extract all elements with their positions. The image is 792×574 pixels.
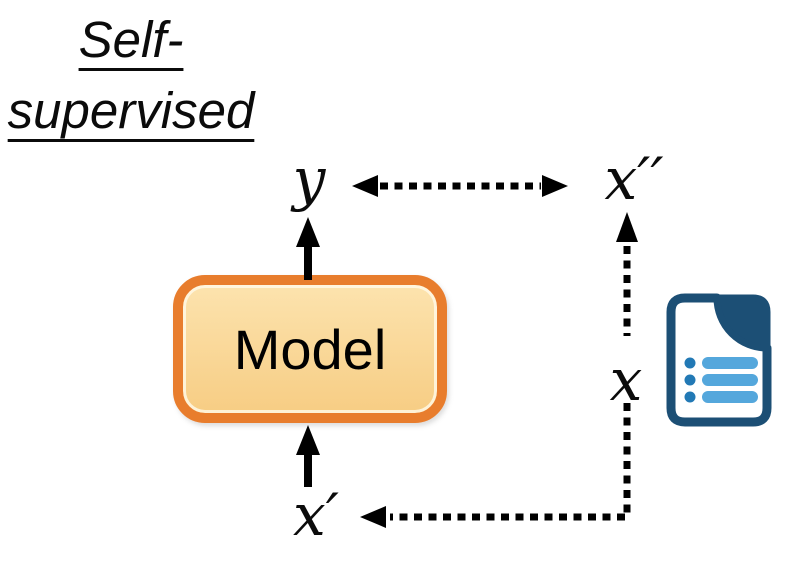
label-x-double-prime: x′′: [604, 145, 664, 213]
label-x: x: [609, 346, 643, 414]
label-y: y: [292, 145, 326, 213]
label-x-prime: x′: [293, 481, 339, 549]
model-to-y-arrow: [296, 217, 320, 280]
model-box: Model: [173, 275, 447, 423]
x-to-x-double-prime-arrow: [616, 212, 638, 336]
document-icon: [666, 293, 772, 427]
title-line-2: supervised: [7, 82, 255, 139]
y-x-double-prime-compare-arrow: [352, 175, 568, 197]
diagram-title: Self- supervised: [0, 4, 262, 146]
x-prime-to-model-arrow: [296, 425, 320, 487]
title-line-1: Self-: [78, 11, 184, 68]
model-box-label: Model: [233, 317, 387, 381]
